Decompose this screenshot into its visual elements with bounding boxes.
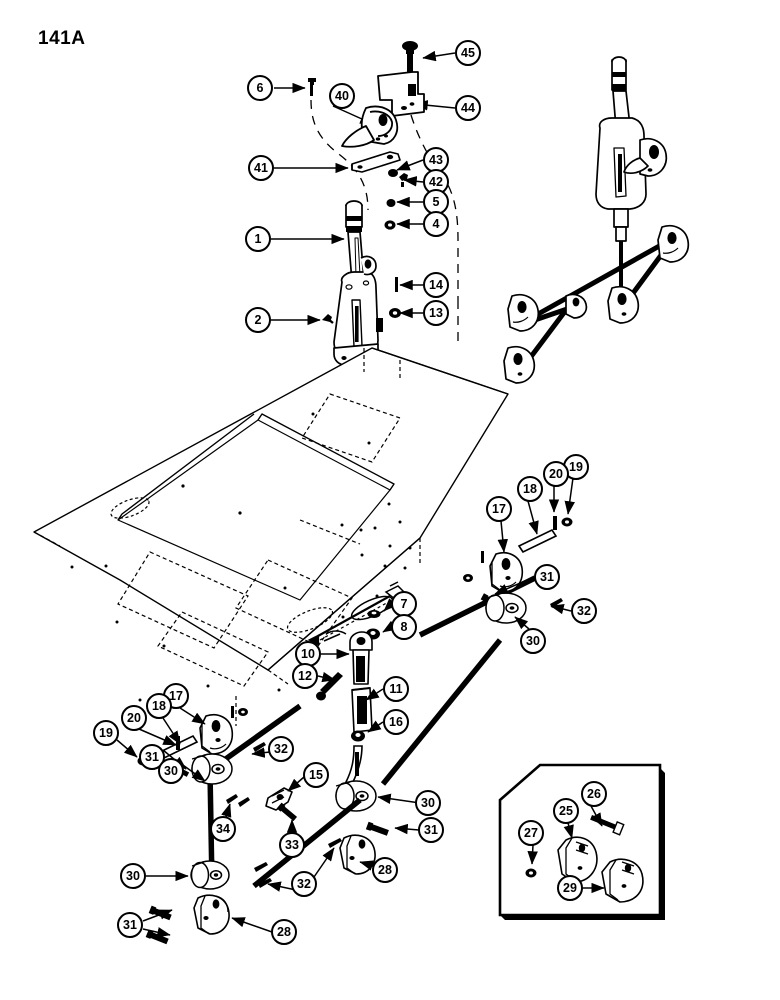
callout-18b[interactable]: 18: [146, 693, 172, 719]
callout-2[interactable]: 2: [245, 307, 271, 333]
callout-8[interactable]: 8: [391, 614, 417, 640]
callout-27[interactable]: 27: [518, 820, 544, 846]
callout-13[interactable]: 13: [423, 300, 449, 326]
callout-33[interactable]: 33: [279, 832, 305, 858]
callout-30c[interactable]: 30: [415, 790, 441, 816]
callout-18[interactable]: 18: [517, 476, 543, 502]
callout-30d[interactable]: 30: [120, 863, 146, 889]
callout-31c[interactable]: 31: [418, 817, 444, 843]
callout-25[interactable]: 25: [553, 798, 579, 824]
callout-20[interactable]: 20: [543, 461, 569, 487]
callout-28[interactable]: 28: [372, 857, 398, 883]
callout-31d[interactable]: 31: [117, 912, 143, 938]
callout-15[interactable]: 15: [303, 762, 329, 788]
callout-30[interactable]: 30: [520, 628, 546, 654]
callout-34[interactable]: 34: [210, 816, 236, 842]
callout-41[interactable]: 41: [248, 155, 274, 181]
callout-6[interactable]: 6: [247, 75, 273, 101]
callout-32[interactable]: 32: [571, 598, 597, 624]
callout-12[interactable]: 12: [292, 663, 318, 689]
callout-26[interactable]: 26: [581, 781, 607, 807]
callout-11[interactable]: 11: [383, 676, 409, 702]
callout-43[interactable]: 43: [423, 147, 449, 173]
callout-16[interactable]: 16: [383, 709, 409, 735]
callout-45[interactable]: 45: [455, 40, 481, 66]
callout-28b[interactable]: 28: [271, 919, 297, 945]
callout-32b[interactable]: 32: [268, 736, 294, 762]
callout-19b[interactable]: 19: [93, 720, 119, 746]
callout-14[interactable]: 14: [423, 272, 449, 298]
callout-4[interactable]: 4: [423, 211, 449, 237]
callout-32c[interactable]: 32: [291, 871, 317, 897]
callout-30b[interactable]: 30: [158, 758, 184, 784]
callout-44[interactable]: 44: [455, 95, 481, 121]
callout-40[interactable]: 40: [329, 83, 355, 109]
callout-20b[interactable]: 20: [121, 705, 147, 731]
callout-17[interactable]: 17: [486, 496, 512, 522]
callout-31[interactable]: 31: [534, 564, 560, 590]
page-number-label: 141A: [38, 28, 86, 49]
callout-1[interactable]: 1: [245, 226, 271, 252]
callout-29[interactable]: 29: [557, 875, 583, 901]
